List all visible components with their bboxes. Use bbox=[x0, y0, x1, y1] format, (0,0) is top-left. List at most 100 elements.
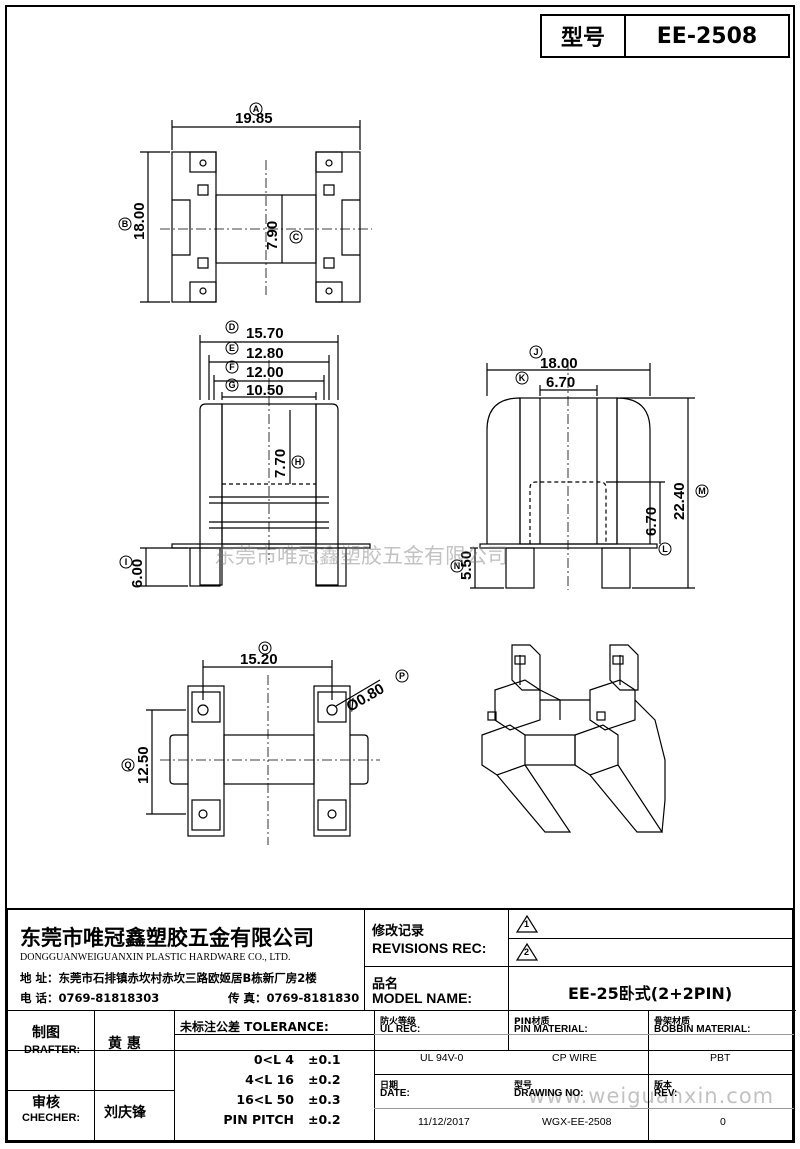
dim-f-text: 12.00 bbox=[246, 364, 284, 381]
ul-label-cn: 防火等级 bbox=[380, 1017, 417, 1027]
svg-text:C: C bbox=[293, 232, 300, 242]
triangle-icon bbox=[515, 914, 539, 933]
revisions-label-en: REVISIONS REC: bbox=[372, 940, 487, 956]
dim-h-text: 7.70 bbox=[272, 449, 289, 478]
company-phone: 电 话：0769-81818303 bbox=[20, 991, 160, 1005]
model-name-label-cn: 品名 bbox=[372, 977, 399, 992]
dim-m-text: 22.40 bbox=[671, 482, 688, 520]
tag-f: F bbox=[225, 360, 239, 374]
model-value: EE-2508 bbox=[656, 23, 758, 49]
svg-text:K: K bbox=[519, 373, 526, 383]
svg-text:A: A bbox=[253, 104, 260, 114]
tag-m: M bbox=[695, 484, 709, 498]
dim-g-text: 10.50 bbox=[246, 382, 284, 399]
tag-l: L bbox=[658, 542, 672, 556]
drafter-name: 黄 惠 bbox=[108, 1036, 141, 1052]
tag-a: A bbox=[249, 102, 263, 116]
tolerance-list: 0<L 4±0.1 4<L 16±0.2 16<L 50±0.3 PIN PIT… bbox=[198, 1052, 341, 1132]
model-name-label-en: MODEL NAME: bbox=[372, 990, 473, 1006]
date-label-en: DATE: bbox=[380, 1088, 410, 1099]
svg-text:O: O bbox=[261, 643, 268, 653]
bobbin-label-en: BOBBIN MATERIAL: bbox=[654, 1024, 751, 1035]
tag-h: H bbox=[291, 455, 305, 469]
model-header: 型号 EE-2508 bbox=[540, 14, 790, 58]
date-value: 11/12/2017 bbox=[418, 1116, 470, 1128]
rev-value: 0 bbox=[720, 1116, 726, 1128]
tag-q: Q bbox=[121, 758, 135, 772]
triangle-icon bbox=[515, 942, 539, 961]
tolerance-row: PIN PITCH±0.2 bbox=[223, 1112, 341, 1127]
side-view bbox=[470, 360, 695, 590]
revision-2: 2 bbox=[515, 942, 539, 966]
svg-text:N: N bbox=[454, 561, 461, 571]
tolerance-row: 0<L 4±0.1 bbox=[253, 1052, 341, 1067]
svg-text:B: B bbox=[122, 219, 129, 229]
drafter-label-en: DRAFTER: bbox=[24, 1044, 81, 1056]
svg-text:E: E bbox=[229, 343, 235, 353]
tag-b: B bbox=[118, 217, 132, 231]
svg-text:F: F bbox=[229, 362, 235, 372]
rev-label-cn: 版本 bbox=[654, 1081, 673, 1091]
dim-n-text: 5.50 bbox=[458, 551, 475, 580]
dim-c-text: 7.90 bbox=[264, 221, 281, 250]
bobbin-value: PBT bbox=[710, 1052, 731, 1064]
drawing-label-cn: 型号 bbox=[514, 1081, 533, 1091]
front-view bbox=[140, 335, 371, 587]
tag-c: C bbox=[289, 230, 303, 244]
drafter-label-cn: 制图 bbox=[32, 1025, 60, 1041]
checker-name: 刘庆锋 bbox=[104, 1105, 146, 1121]
svg-text:H: H bbox=[295, 457, 302, 467]
dim-e-text: 12.80 bbox=[246, 345, 284, 362]
date-label-cn: 日期 bbox=[380, 1081, 399, 1091]
svg-text:I: I bbox=[125, 557, 128, 567]
revision-1: 1 bbox=[515, 914, 539, 938]
svg-text:L: L bbox=[662, 544, 668, 554]
dim-k-text: 6.70 bbox=[546, 374, 575, 391]
bobbin-label-cn: 骨架材质 bbox=[654, 1017, 691, 1027]
dim-d-text: 15.70 bbox=[246, 325, 284, 342]
dim-o-text: 15.20 bbox=[240, 651, 278, 668]
drawing-value: WGX-EE-2508 bbox=[542, 1116, 612, 1128]
tolerance-row: 16<L 50±0.3 bbox=[236, 1092, 341, 1107]
svg-text:Q: Q bbox=[124, 760, 131, 770]
top-view bbox=[140, 120, 372, 303]
pin-value: CP WIRE bbox=[552, 1052, 597, 1064]
dim-i-text: 6.00 bbox=[129, 559, 146, 588]
svg-text:G: G bbox=[228, 380, 235, 390]
tolerance-title: 未标注公差 TOLERANCE: bbox=[180, 1020, 329, 1034]
tolerance-row: 4<L 16±0.2 bbox=[245, 1072, 341, 1087]
title-block: 东莞市唯冠鑫塑胶五金有限公司 DONGGUANWEIGUANXIN PLASTI… bbox=[6, 908, 796, 1142]
tag-e: E bbox=[225, 341, 239, 355]
tag-n: N bbox=[450, 559, 464, 573]
ul-value: UL 94V-0 bbox=[420, 1052, 464, 1064]
dim-j-text: 18.00 bbox=[540, 355, 578, 372]
checker-label-cn: 审核 bbox=[32, 1095, 60, 1111]
svg-text:D: D bbox=[229, 322, 236, 332]
pin-label-en: PIN MATERIAL: bbox=[514, 1024, 588, 1035]
drawing-label-en: DRAWING NO: bbox=[514, 1088, 584, 1099]
pin-label-cn: PIN材质 bbox=[514, 1017, 550, 1027]
company-name-cn: 东莞市唯冠鑫塑胶五金有限公司 bbox=[20, 926, 314, 950]
revisions-label-cn: 修改记录 bbox=[372, 924, 425, 939]
svg-text:M: M bbox=[698, 486, 706, 496]
rev-label-en: REV: bbox=[654, 1088, 678, 1099]
isometric-view bbox=[481, 644, 666, 833]
dim-q-text: 12.50 bbox=[135, 746, 152, 784]
tag-k: K bbox=[515, 371, 529, 385]
svg-text:J: J bbox=[533, 347, 538, 357]
dim-a-text: 19.85 bbox=[235, 110, 273, 127]
model-name-value: EE-25卧式(2+2PIN) bbox=[568, 984, 733, 1003]
tag-d: D bbox=[225, 320, 239, 334]
bottom-view bbox=[146, 660, 381, 845]
tag-p: P bbox=[395, 669, 409, 683]
dim-l-text: 6.70 bbox=[643, 507, 660, 536]
checker-label-en: CHECHER: bbox=[22, 1112, 81, 1124]
company-name-en: DONGGUANWEIGUANXIN PLASTIC HARDWARE CO.,… bbox=[20, 952, 291, 963]
tag-o: O bbox=[258, 641, 272, 655]
company-fax: 传 真：0769-8181830 bbox=[228, 991, 360, 1005]
tag-g: G bbox=[225, 378, 239, 392]
company-address: 地 址：东莞市石排镇赤坎村赤坎三路欧姬居B栋新厂房2楼 bbox=[20, 971, 317, 985]
tag-j: J bbox=[529, 345, 543, 359]
model-label: 型号 bbox=[542, 16, 626, 56]
